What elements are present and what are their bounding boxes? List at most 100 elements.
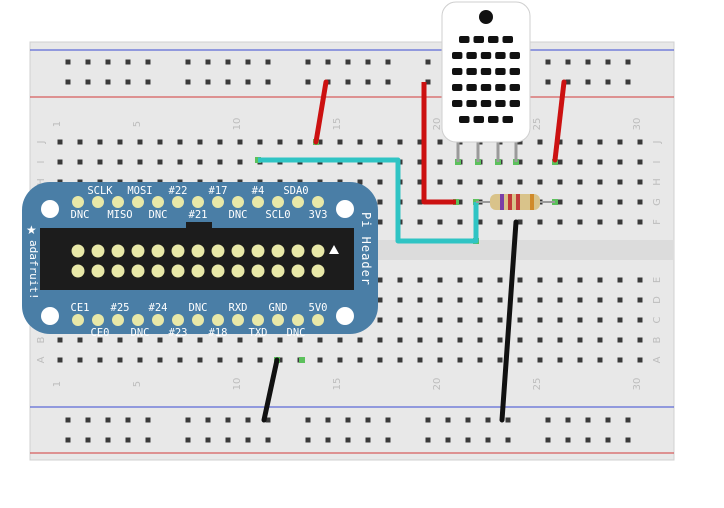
breadboard-hole: [217, 139, 223, 145]
breadboard-hole: [57, 337, 63, 343]
rail-hole: [65, 437, 71, 443]
rail-hole: [365, 59, 371, 65]
breadboard-hole: [177, 337, 183, 343]
breadboard-hole: [317, 139, 323, 145]
rail-hole: [345, 59, 351, 65]
breadboard-hole: [137, 357, 143, 363]
mount-hole-bottom-left: [41, 307, 59, 325]
rail-hole: [185, 417, 191, 423]
pin-label-top-2: 3V3: [309, 209, 328, 221]
breadboard-hole: [577, 337, 583, 343]
rail-hole: [265, 437, 271, 443]
sensor-grille: [452, 36, 520, 123]
breadboard-hole: [437, 317, 443, 323]
row-letter: A: [652, 356, 663, 363]
header-pin: [71, 244, 85, 258]
sensor-slot: [495, 52, 506, 59]
column-number-top: 15: [332, 118, 343, 131]
pin-label-top-1: SDA0: [283, 185, 308, 197]
pin-label-bottom-1: DNC: [189, 302, 208, 314]
rail-hole: [105, 79, 111, 85]
breadboard-hole: [177, 357, 183, 363]
breadboard-hole: [157, 139, 163, 145]
breadboard-hole: [377, 179, 383, 185]
rail-hole: [185, 59, 191, 65]
breadboard-hole: [617, 179, 623, 185]
rail-hole: [505, 417, 511, 423]
edge-pin-top: [132, 196, 144, 208]
sensor-slot: [495, 84, 506, 91]
breadboard-hole: [417, 337, 423, 343]
breadboard-hole: [537, 337, 543, 343]
breadboard-hole: [477, 317, 483, 323]
rail-hole: [225, 417, 231, 423]
breadboard-hole: [597, 199, 603, 205]
rail-hole: [185, 79, 191, 85]
rail-hole: [105, 437, 111, 443]
rail-hole: [585, 437, 591, 443]
edge-pin-bottom: [232, 314, 244, 326]
rail-hole: [385, 437, 391, 443]
breadboard-hole: [197, 337, 203, 343]
rail-hole: [225, 59, 231, 65]
breadboard-hole: [497, 357, 503, 363]
rail-hole: [125, 79, 131, 85]
edge-pin-bottom: [252, 314, 264, 326]
header-pin: [251, 244, 265, 258]
breadboard-hole: [77, 337, 83, 343]
breadboard-hole: [237, 159, 243, 165]
pi-header-connector: [40, 228, 354, 290]
header-pin: [231, 244, 245, 258]
pin-label-bottom-1: RXD: [229, 302, 248, 314]
breadboard-hole: [517, 139, 523, 145]
sensor-slot: [466, 84, 477, 91]
breadboard-hole: [637, 219, 643, 225]
breadboard-hole: [577, 199, 583, 205]
pin-label-top-1: #17: [209, 185, 228, 197]
rail-hole: [585, 59, 591, 65]
pin-label-bottom-2: #18: [209, 327, 228, 339]
rail-hole: [245, 417, 251, 423]
breadboard-hole: [577, 159, 583, 165]
rail-hole: [65, 79, 71, 85]
active-contact: [299, 357, 305, 363]
breadboard-hole: [617, 317, 623, 323]
rail-hole: [625, 417, 631, 423]
breadboard-hole: [97, 139, 103, 145]
sensor-slot: [473, 116, 484, 123]
row-letter: J: [36, 141, 47, 145]
breadboard-hole: [517, 219, 523, 225]
breadboard-hole: [397, 337, 403, 343]
rail-hole: [85, 59, 91, 65]
rail-hole: [265, 417, 271, 423]
breadboard-hole: [437, 357, 443, 363]
edge-pin-top: [112, 196, 124, 208]
rail-hole: [565, 79, 571, 85]
dht22-sensor: [441, 1, 531, 162]
breadboard-hole: [617, 337, 623, 343]
breadboard-hole: [517, 159, 523, 165]
breadboard-hole: [597, 179, 603, 185]
breadboard-hole: [257, 357, 263, 363]
sensor-slot: [473, 36, 484, 43]
header-pin: [191, 264, 205, 278]
rail-hole: [205, 437, 211, 443]
column-number-bottom: 1: [52, 381, 63, 387]
rail-hole: [185, 437, 191, 443]
sensor-slot: [495, 68, 506, 75]
rail-hole: [545, 59, 551, 65]
breadboard-hole: [57, 357, 63, 363]
breadboard-hole: [637, 199, 643, 205]
sensor-slot: [509, 100, 520, 107]
breadboard-hole: [537, 317, 543, 323]
breadboard-hole: [557, 357, 563, 363]
breadboard-hole: [637, 179, 643, 185]
breadboard-hole: [537, 277, 543, 283]
rail-hole: [125, 417, 131, 423]
rail-hole: [385, 79, 391, 85]
breadboard-hole: [457, 179, 463, 185]
mount-hole-top-right: [336, 200, 354, 218]
breadboard-hole: [617, 357, 623, 363]
pin-label-bottom-2: CE0: [91, 327, 110, 339]
rail-hole: [605, 417, 611, 423]
